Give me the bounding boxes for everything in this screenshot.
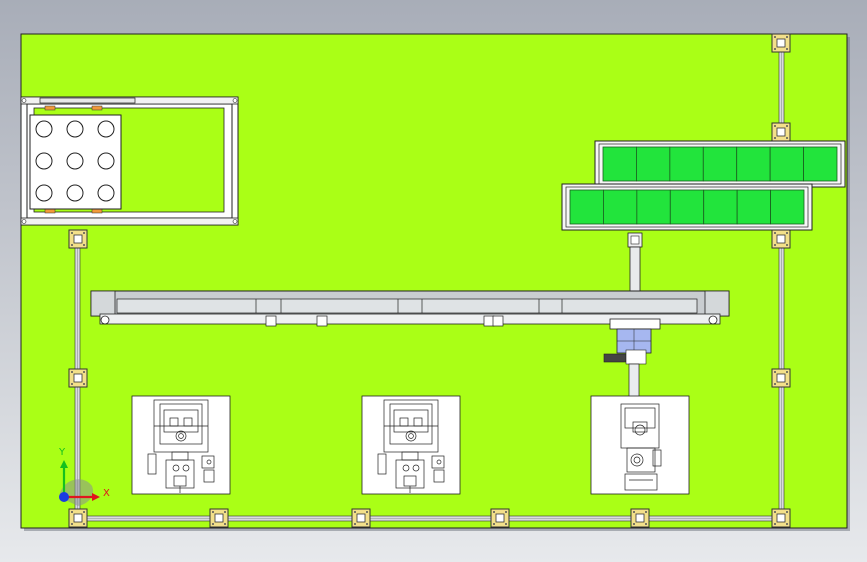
fence-post [351,508,371,528]
fixture-hole [35,120,53,138]
conveyor-segment [636,189,671,225]
fence-post [771,508,791,528]
machine-station [590,395,690,495]
conveyor-segment [669,146,704,182]
fence-post [771,368,791,388]
conveyor-segment [702,146,738,182]
fixture-clamp [91,105,103,111]
fixture-hole [97,152,115,170]
triad-z-axis [59,492,69,502]
triad-x-label: X [103,488,110,499]
fence-post [68,508,88,528]
fence-post [68,229,88,249]
fixture-hole [35,152,53,170]
conveyor-segment [736,146,771,182]
fixture-clamp [44,105,56,111]
fence-posts [68,33,791,528]
gantry-guide [99,313,721,325]
conveyor-segment [669,189,705,225]
fence-post [771,122,791,142]
fixture-clamp [44,208,56,214]
fence-post [68,368,88,388]
conveyor-segment [803,146,838,182]
fixture-hole [97,120,115,138]
fixture-table [20,96,239,226]
conveyor-segment [703,189,738,225]
conveyor-segment [736,189,771,225]
conveyor-upper [594,140,846,188]
conveyor-segment [569,189,604,225]
fixture-hole [66,184,84,202]
fence-post [630,508,650,528]
machine-stations [131,395,690,495]
fixture-hole [35,184,53,202]
fence-post [209,508,229,528]
conveyor-segment [602,146,637,182]
machine-station [131,395,231,495]
conveyor-segment [603,189,638,225]
fixture-bottom-rail [20,217,239,226]
gantry-carriage[interactable] [609,318,661,330]
triad-y-label: Y [58,447,66,458]
fence-post [771,33,791,53]
fixture-cylinder [39,97,136,104]
fixture-hole [97,184,115,202]
conveyor-segment [770,189,805,225]
machine-station [361,395,461,495]
conveyor-belt [569,189,805,225]
linear-gantry [90,290,730,419]
fence-post [771,229,791,249]
fixture-hole [66,120,84,138]
fixture-holes [35,120,115,202]
conveyor-lower [561,183,813,231]
conveyor-segment [636,146,671,182]
gantry-column [627,232,643,300]
conveyor-belt [602,146,838,182]
fixture-clamp [91,208,103,214]
fence-post [490,508,510,528]
fixture-hole [66,152,84,170]
coordinate-triad: X Y [58,447,110,506]
conveyor-segment [769,146,804,182]
